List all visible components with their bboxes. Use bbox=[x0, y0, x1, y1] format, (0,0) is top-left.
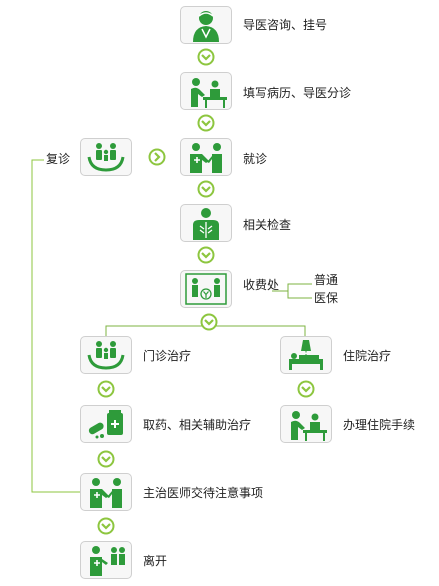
family-hands-icon bbox=[87, 341, 125, 370]
arrow-down-icon bbox=[97, 517, 115, 535]
exit-people-icon bbox=[90, 546, 125, 576]
medicine-box-icon bbox=[88, 410, 123, 439]
visit-tile bbox=[180, 138, 232, 176]
arrow-down-icon bbox=[97, 450, 115, 468]
leave-tile bbox=[80, 541, 132, 579]
doctor-patient-icon bbox=[190, 143, 222, 173]
arrow-right-icon bbox=[148, 148, 166, 166]
desk-writing-icon bbox=[291, 411, 327, 441]
medicine-tile bbox=[80, 405, 132, 443]
doctor-patient-icon bbox=[90, 478, 122, 508]
advice-label: 主治医师交待注意事项 bbox=[143, 486, 264, 500]
arrow-down-icon bbox=[197, 180, 215, 198]
admission-tile bbox=[280, 405, 332, 443]
inpatient-label: 住院治疗 bbox=[343, 349, 392, 363]
revisit-loop-line bbox=[31, 159, 80, 493]
pay-label: 收费处 bbox=[243, 278, 280, 292]
outpatient-label: 门诊治疗 bbox=[143, 349, 192, 363]
pay-tile bbox=[180, 270, 232, 308]
revisit-label: 复诊 bbox=[46, 152, 71, 166]
arrow-down-icon bbox=[197, 246, 215, 264]
fill-label: 填写病历、导医分诊 bbox=[243, 86, 352, 100]
arrow-down-icon bbox=[97, 380, 115, 398]
desk-writing-icon bbox=[191, 78, 227, 108]
arrow-down-icon bbox=[197, 48, 215, 66]
outpatient-tile bbox=[80, 336, 132, 374]
exam-tile bbox=[180, 204, 232, 242]
advice-tile bbox=[80, 473, 132, 511]
pay-option-normal-line bbox=[287, 283, 312, 291]
arrow-down-icon bbox=[197, 114, 215, 132]
pay-option-insurance: 医保 bbox=[314, 291, 339, 305]
chest-xray-icon bbox=[193, 208, 219, 240]
fill-tile bbox=[180, 72, 232, 110]
nurse-icon bbox=[193, 11, 219, 42]
consult-label: 导医咨询、挂号 bbox=[243, 18, 328, 32]
pay-option-normal: 普通 bbox=[314, 273, 339, 287]
visit-label: 就诊 bbox=[243, 152, 268, 166]
admission-label: 办理住院手续 bbox=[343, 418, 416, 432]
pay-option-insurance-line bbox=[287, 291, 312, 299]
inpatient-tile bbox=[280, 336, 332, 374]
leave-label: 离开 bbox=[143, 554, 168, 568]
exam-label: 相关检查 bbox=[243, 218, 292, 232]
arrow-down-icon bbox=[200, 313, 218, 331]
consult-tile bbox=[180, 6, 232, 44]
arrow-down-icon bbox=[297, 380, 315, 398]
cashier-icon bbox=[185, 273, 227, 305]
hospital-bed-icon bbox=[289, 340, 323, 370]
family-hands-icon bbox=[87, 143, 125, 172]
medicine-label: 取药、相关辅助治疗 bbox=[143, 418, 252, 432]
revisit-tile bbox=[80, 138, 132, 176]
